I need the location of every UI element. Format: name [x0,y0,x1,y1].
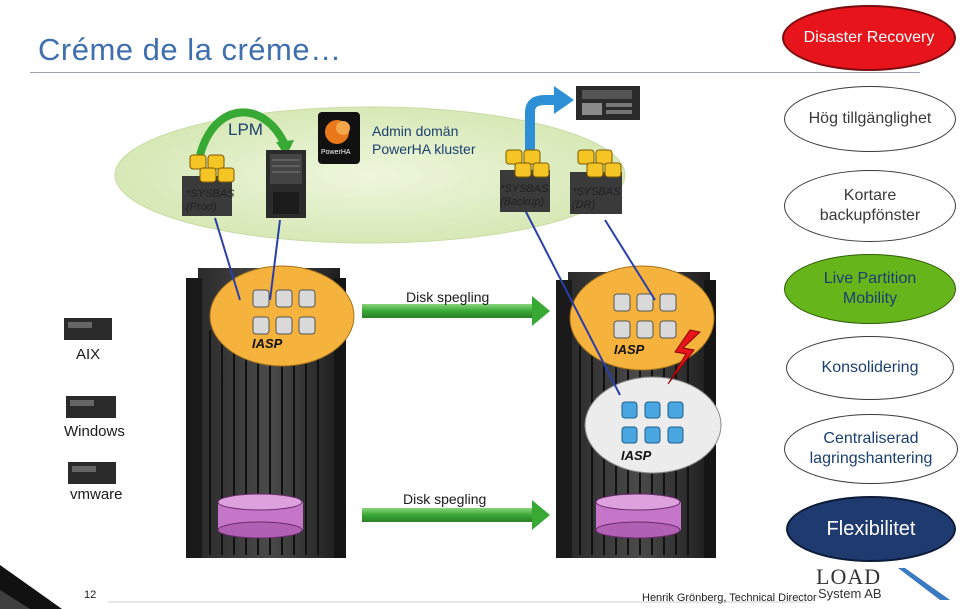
os-label-aix: AIX [76,346,101,363]
load-logo-swoosh [898,568,950,600]
pill-flexibility: Flexibilitet [786,496,956,562]
iasp-label-left: IASP [252,336,283,351]
sysbas-backup-label: *SYSBAS (Backup) [500,183,548,209]
pill-backup-window-line2: backupfönster [819,207,921,224]
sysbas-dr-line1: *SYSBAS [572,186,621,198]
iasp-pool-left [209,265,355,367]
title-divider [30,72,920,73]
storage-disk-right [595,493,681,539]
sysbas-backup-line2: (Backup) [500,196,545,209]
pill-storage-line2: lagringshantering [809,450,933,467]
aix-server-icon [64,318,112,340]
connection-lines [214,209,656,396]
powerha-logo-text: PowerHA [321,149,351,156]
tower-server-icon [266,150,306,218]
admin-domain-line2: PowerHA kluster [372,140,476,157]
iasp-label-right-top: IASP [614,342,645,357]
iasp-pool-right-bottom [584,376,722,474]
mirror-arrow-bottom [362,500,550,530]
pill-high-availability: Hög tillgänglighet [784,86,956,152]
sysbas-backup-line1: *SYSBAS [500,183,549,195]
sysbas-prod-line1: *SYSBAS [186,188,235,200]
lightning-bolt-icon [667,329,702,385]
windows-server-icon [66,396,116,418]
load-logo-subtext: System AB [818,586,882,601]
sysbas-dr-label: *SYSBAS (DR) [572,186,620,212]
disk-icons-right-top [613,293,677,339]
cluster-ellipse [114,106,626,244]
pill-centralized-storage: Centraliserad lagringshantering [784,414,958,484]
disk-icons-left [252,289,316,335]
pill-consolidation-label: Konsolidering [821,359,919,376]
corner-triangle-inner [0,590,30,609]
pill-live-partition-mobility: Live Partition Mobility [784,254,956,324]
pill-backup-window-line1: Kortare [843,187,897,204]
sysbas-prod-icon [182,154,235,216]
pill-flexibility-label: Flexibilitet [826,517,916,540]
load-logo-text: LOAD [816,564,882,589]
footer-author: Henrik Grönberg, Technical Director [642,592,817,604]
sysbas-prod-line2: (Prod) [186,201,217,214]
sysbas-dr-icon [570,149,622,214]
pill-lpm-line2: Mobility [842,290,898,307]
iasp-label-right-bottom: IASP [621,448,652,463]
tape-arrow [525,95,556,152]
pill-disaster-recovery-label: Disaster Recovery [803,29,935,46]
sysbas-prod-label: *SYSBAS (Prod) [186,188,234,214]
tape-library-icon [576,86,640,120]
pill-storage-line1: Centraliserad [823,430,919,447]
sysbas-backup-icon [500,149,550,212]
lpm-arrow [196,108,289,157]
lpm-label: LPM [228,120,263,139]
powerha-logo [318,112,360,164]
storage-disk-left [217,493,303,539]
mirror-arrow-top [362,296,550,326]
page-title: Créme de la créme… [38,32,342,67]
disk-mirror-label-bottom: Disk spegling [403,491,487,507]
iasp-pool-right-top [569,265,715,371]
os-label-vmware: vmware [70,486,123,503]
admin-domain-label: Admin domän PowerHA kluster [372,123,475,158]
sysbas-dr-line2: (DR) [572,199,596,212]
disk-mirror-label-top: Disk spegling [406,289,490,305]
pill-lpm-line1: Live Partition [823,270,917,287]
corner-triangle [0,565,62,609]
pill-consolidation: Konsolidering [786,336,954,400]
page-number: 12 [84,589,97,601]
vmware-server-icon [68,462,116,484]
disk-icons-right-bottom [621,401,684,444]
os-label-windows: Windows [64,423,125,440]
pill-disaster-recovery: Disaster Recovery [782,5,956,71]
admin-domain-line1: Admin domän [372,123,459,139]
pill-backup-window: Kortare backupfönster [784,170,956,242]
pill-high-availability-label: Hög tillgänglighet [808,110,932,127]
